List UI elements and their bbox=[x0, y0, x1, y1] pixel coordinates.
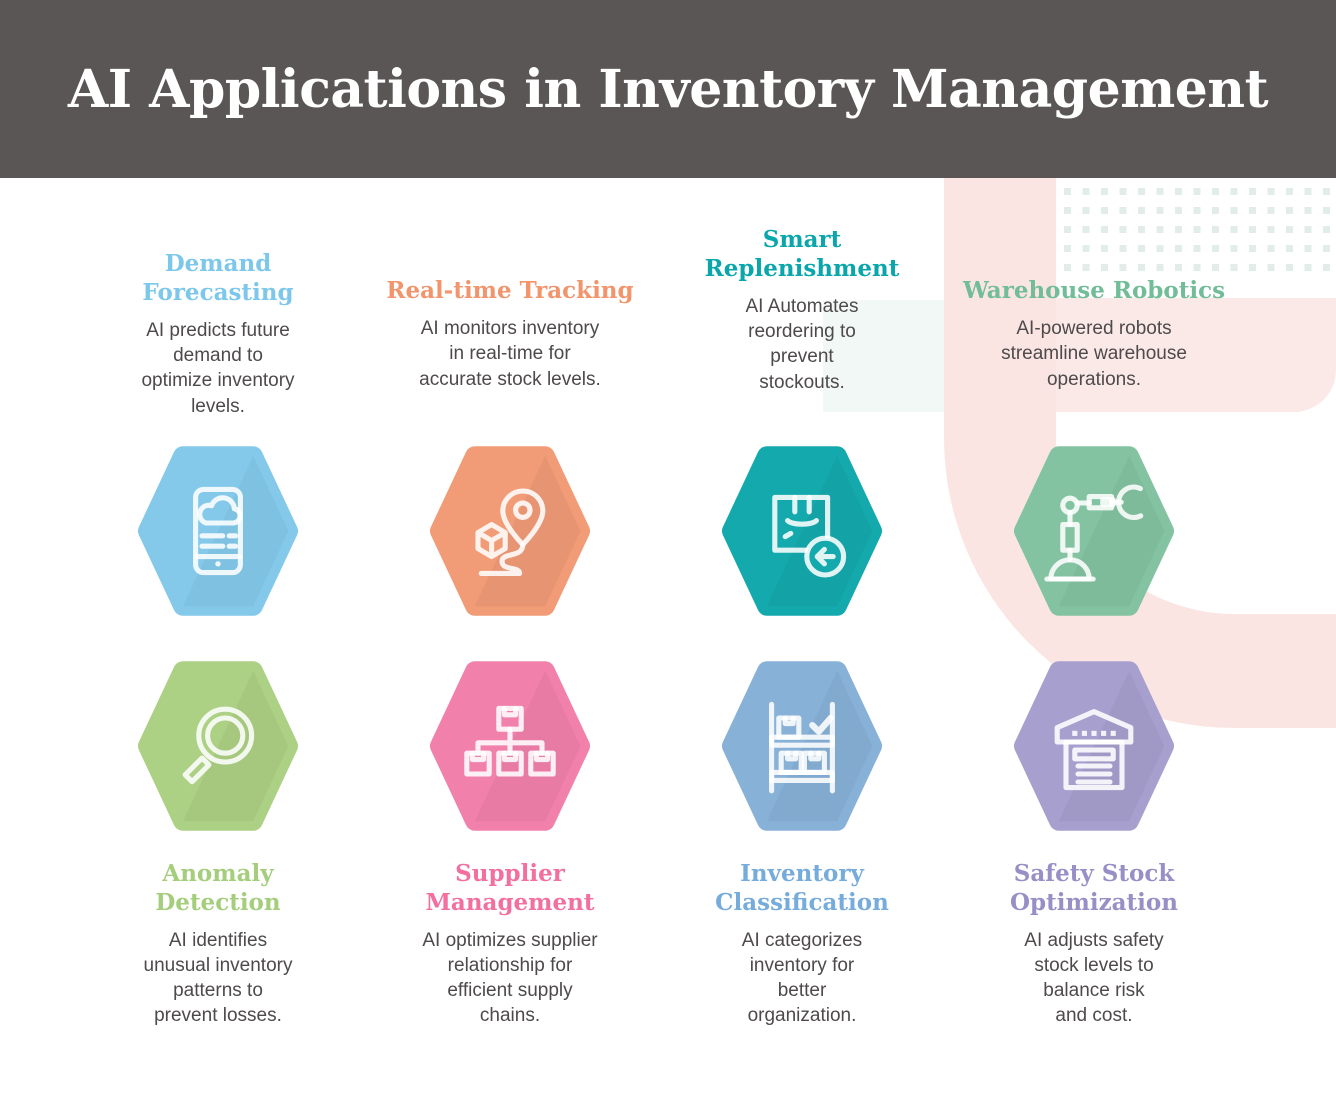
card-text-smart-replenishment: Smart Replenishment AI Automates reorder… bbox=[705, 178, 900, 443]
smart-replenishment-hexagon bbox=[722, 443, 882, 619]
column-smart-replenishment: Smart Replenishment AI Automates reorder… bbox=[656, 178, 948, 1028]
column-warehouse-robotics: Warehouse Robotics AI-powered robots str… bbox=[948, 178, 1240, 1028]
card-title: Demand Forecasting bbox=[142, 250, 294, 307]
card-text-demand-forecasting: Demand Forecasting AI predicts future de… bbox=[141, 178, 294, 443]
card-title: Inventory Classification bbox=[715, 860, 889, 916]
card-description: AI Automates reordering to prevent stock… bbox=[745, 296, 859, 393]
anomaly-detection-hexagon bbox=[138, 658, 298, 834]
card-title: Real-time Tracking bbox=[386, 277, 634, 305]
card-text-supplier-management: Supplier Management AI optimizes supplie… bbox=[422, 860, 597, 1028]
supply-hierarchy-icon bbox=[464, 705, 556, 777]
real-time-tracking-hexagon bbox=[430, 443, 590, 619]
card-title: Safety Stock Optimization bbox=[1010, 860, 1178, 916]
card-description: AI optimizes supplier relationship for e… bbox=[422, 929, 598, 1027]
card-title: Anomaly Detection bbox=[155, 860, 281, 916]
header-banner: AI Applications in Inventory Management bbox=[0, 0, 1336, 178]
card-title: Smart Replenishment bbox=[704, 226, 900, 283]
card-description: AI identifies unusual inventory patterns… bbox=[143, 929, 293, 1027]
inventory-classification-hexagon bbox=[722, 658, 882, 834]
card-description: AI adjusts safety stock levels to balanc… bbox=[1024, 929, 1164, 1027]
card-title: Supplier Management bbox=[425, 860, 595, 916]
safety-stock-optimization-hexagon bbox=[1014, 658, 1174, 834]
card-text-inventory-classification: Inventory Classification AI categorizes … bbox=[715, 860, 889, 1028]
shelf-checklist-icon bbox=[769, 701, 835, 794]
cards-grid: Demand Forecasting AI predicts future de… bbox=[72, 178, 1240, 1028]
card-description: AI categorizes inventory for better orga… bbox=[741, 929, 863, 1027]
page-title: AI Applications in Inventory Management bbox=[67, 58, 1269, 120]
magnifier-icon bbox=[182, 706, 255, 785]
card-description: AI predicts future demand to optimize in… bbox=[141, 320, 295, 417]
card-title: Warehouse Robotics bbox=[962, 277, 1226, 305]
card-text-warehouse-robotics: Warehouse Robotics AI-powered robots str… bbox=[963, 178, 1225, 443]
card-text-safety-stock-optimization: Safety Stock Optimization AI adjusts saf… bbox=[1010, 860, 1178, 1028]
card-text-real-time-tracking: Real-time Tracking AI monitors inventory… bbox=[386, 178, 633, 443]
robot-arm-icon bbox=[1044, 484, 1144, 582]
column-demand-forecasting: Demand Forecasting AI predicts future de… bbox=[72, 178, 364, 1028]
card-description: AI-powered robots streamline warehouse o… bbox=[1001, 318, 1187, 390]
location-pin-route-icon bbox=[475, 488, 546, 576]
warehouse-icon bbox=[1054, 709, 1134, 791]
warehouse-robotics-hexagon bbox=[1014, 443, 1174, 619]
card-text-anomaly-detection: Anomaly Detection AI identifies unusual … bbox=[144, 860, 293, 1028]
demand-forecasting-hexagon bbox=[138, 443, 298, 619]
package-return-icon bbox=[772, 494, 847, 578]
column-real-time-tracking: Real-time Tracking AI monitors inventory… bbox=[364, 178, 656, 1028]
smartphone-cloud-icon bbox=[193, 486, 243, 576]
supplier-management-hexagon bbox=[430, 658, 590, 834]
card-description: AI monitors inventory in real-time for a… bbox=[419, 318, 601, 390]
